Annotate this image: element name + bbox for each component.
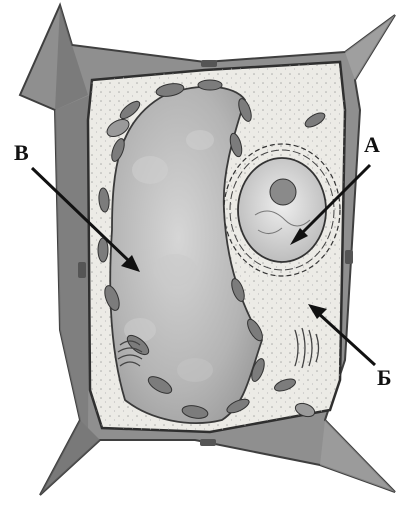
label-b: Б <box>377 365 392 390</box>
label-a: А <box>364 132 380 157</box>
nucleolus <box>270 179 296 205</box>
label-v: В <box>14 140 29 165</box>
